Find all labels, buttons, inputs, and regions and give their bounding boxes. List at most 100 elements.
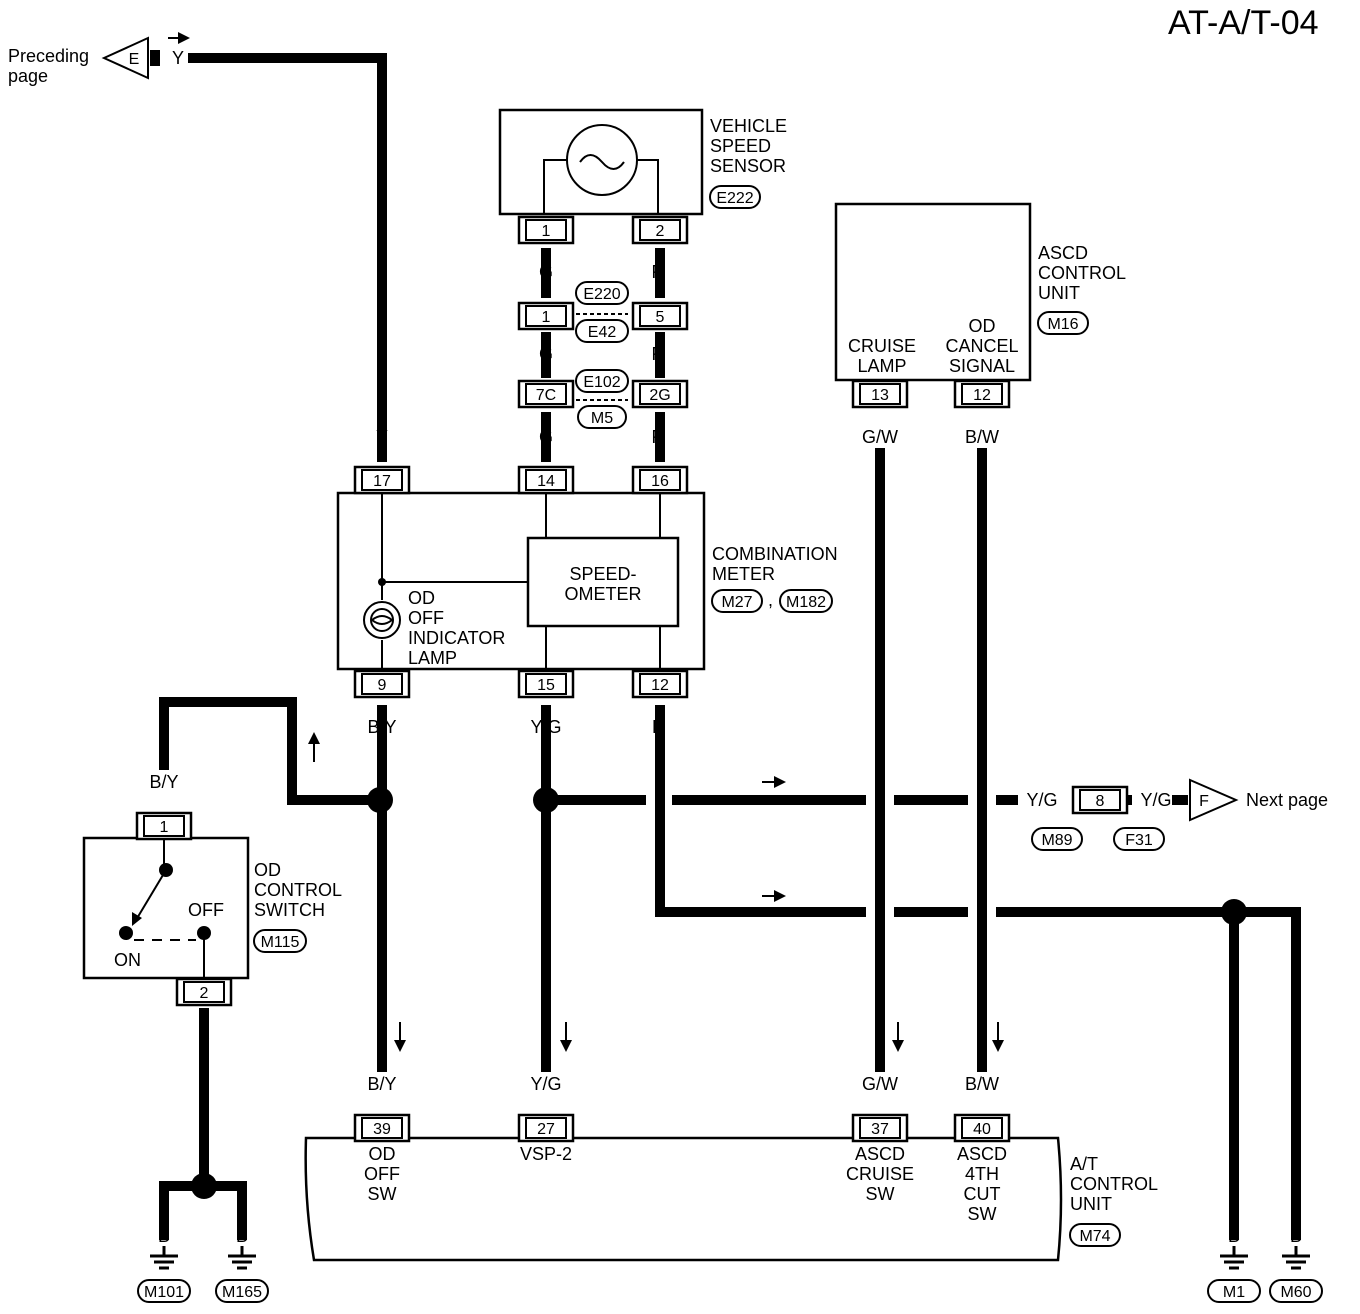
pin-label: 12	[973, 387, 991, 404]
pin-label: 12	[651, 677, 669, 694]
wc-yg2: Y/G	[530, 1074, 561, 1094]
connector-pin: 37	[851, 1113, 909, 1143]
connector-pin: 27	[517, 1113, 575, 1143]
wire-color-labels: Y Y G G G R R R G/W B/W B/Y Y/G B B/Y Y/…	[149, 48, 1302, 1246]
connector-pin: 2	[631, 215, 689, 245]
pin-label: 8	[1096, 793, 1105, 810]
pin-label: 1	[542, 223, 551, 240]
wire-b	[655, 705, 1234, 917]
wc-yg-next1: Y/G	[1026, 790, 1057, 810]
splice-b-sw	[191, 1173, 217, 1199]
ground-symbols: M101 M165 M1 M60	[137, 1246, 1323, 1303]
wire-b-m60	[1234, 907, 1301, 1240]
connector-pin: 17	[353, 465, 411, 495]
connector-pin: 14	[517, 465, 575, 495]
preceding-page-link: Preceding page E	[8, 36, 160, 86]
splices	[191, 787, 1247, 1199]
ground-symbol: M165	[215, 1246, 269, 1303]
meter-connector-2: M182	[786, 594, 826, 611]
pin-label: 1	[542, 309, 551, 326]
pin-label: 13	[871, 387, 889, 404]
wc-b-g3: B	[1228, 1226, 1240, 1246]
preceding-label-1: Preceding	[8, 46, 89, 66]
connector-pin: 9	[353, 669, 411, 699]
pin-label: 7C	[536, 387, 556, 404]
connector-pin: 1	[517, 301, 575, 331]
pin-label: 15	[537, 677, 555, 694]
wc-yg1: Y/G	[530, 717, 561, 737]
pin-label: 9	[378, 677, 387, 694]
wc-by2: B/Y	[367, 1074, 396, 1094]
wc-bw1: B/W	[965, 427, 999, 447]
wc-y-top: Y	[172, 48, 184, 68]
atcu-vsp2: VSP-2	[520, 1144, 572, 1164]
meter-connector-1: M27	[721, 594, 752, 611]
wc-y: Y	[376, 427, 388, 447]
pin-label: 17	[373, 473, 391, 490]
wc-yg-next2: Y/G	[1140, 790, 1171, 810]
next-page-link: F Next page M89 F31	[1031, 778, 1328, 851]
connector-pin: 16	[631, 465, 689, 495]
next-page-label: Next page	[1246, 790, 1328, 810]
wc-gw1: G/W	[862, 427, 898, 447]
conn-f31: F31	[1125, 832, 1153, 849]
wc-b-g4: B	[1290, 1226, 1302, 1246]
speedometer-label: SPEED-OMETER	[564, 564, 641, 604]
switch-connector: M115	[261, 934, 300, 951]
ground-connector-label: M101	[144, 1284, 184, 1301]
ground-connector-label: M1	[1223, 1284, 1245, 1301]
pin-label: 2	[200, 985, 209, 1002]
connector-pin: 7C	[517, 379, 575, 409]
switch-off-label: OFF	[188, 900, 224, 920]
splice-by	[367, 787, 393, 813]
connector-f-label: F	[1199, 793, 1209, 810]
ground-connector-label: M60	[1280, 1284, 1311, 1301]
pin-label: 1	[160, 819, 169, 836]
vss-connector: E222	[716, 190, 753, 207]
pin-label: 16	[651, 473, 669, 490]
wc-r3: R	[652, 427, 665, 447]
ascd-connector: M16	[1047, 316, 1078, 333]
wc-by-sw: B/Y	[149, 772, 178, 792]
splice-b	[1221, 899, 1247, 925]
connector-pin: 15	[517, 669, 575, 699]
wc-g1: G	[539, 262, 553, 282]
wc-gw2: G/W	[862, 1074, 898, 1094]
ground-symbol: M1	[1207, 1246, 1261, 1303]
wc-by1: B/Y	[367, 717, 396, 737]
connector-pin: 39	[353, 1113, 411, 1143]
connector-pin: 40	[953, 1113, 1011, 1143]
ground-connector-label: M165	[222, 1284, 262, 1301]
pin-label: 5	[656, 309, 665, 326]
connector-pin: 1	[135, 811, 193, 841]
joint-e102: E102	[583, 374, 620, 391]
wc-r1: R	[652, 262, 665, 282]
connector-pin: 1	[517, 215, 575, 245]
wc-g2: G	[539, 344, 553, 364]
meter-conn-sep: ,	[768, 590, 773, 610]
wires	[159, 53, 1301, 1240]
wc-g3: G	[539, 427, 553, 447]
joint-e220: E220	[583, 286, 620, 303]
wc-b-sw: B	[198, 1026, 210, 1046]
connector-pin: 5	[631, 301, 689, 331]
wire-y	[188, 53, 387, 462]
pin-label: 37	[871, 1121, 889, 1138]
preceding-label-2: page	[8, 66, 48, 86]
conn-m89: M89	[1041, 832, 1072, 849]
